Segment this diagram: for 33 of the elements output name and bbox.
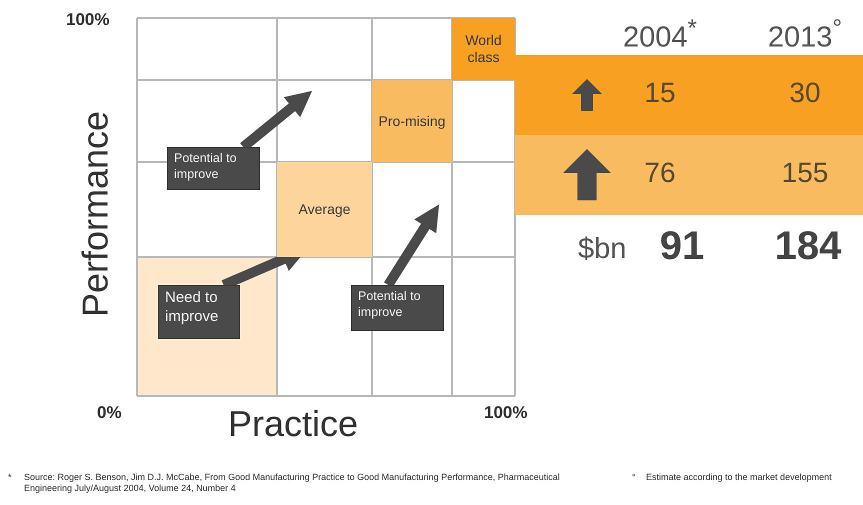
cell-label: Average (298, 201, 350, 218)
column-header: 2004$^{*}$ (623, 14, 697, 56)
table-value: 30 (789, 77, 821, 109)
callout-text: Need to improve (165, 289, 218, 325)
footnote-mark: * (8, 472, 12, 483)
cell-label: World class (464, 32, 503, 66)
unit-label: $bn (578, 232, 626, 267)
arrow (384, 204, 440, 288)
axis-tick-label: 0% (97, 403, 122, 424)
table-band (515, 55, 863, 135)
footnote: Estimate according to the market development (646, 472, 833, 483)
table-band (515, 135, 863, 215)
axis-tick-label: 100% (484, 403, 528, 424)
total-value: 91 (660, 223, 704, 270)
callout-text: Potential to improve (174, 151, 237, 181)
axis-title: Practice (228, 402, 358, 446)
axis-title: Performance (73, 110, 116, 318)
footnote: Source: Roger S. Benson, Jim D.J. McCabe, From Good Manufacturing Practice to Good Manufacturing Performance, Pharmaceutical Engineering July/August 2004, Volume 24, Number 4 (24, 472, 561, 494)
rating-cell (452, 18, 515, 80)
rating-cell (372, 80, 452, 162)
callout-text: Potential to improve (358, 289, 421, 319)
axis-tick-label: 100% (66, 10, 110, 30)
table-value: 76 (644, 157, 676, 189)
table-value: 15 (644, 77, 676, 109)
total-value: 184 (774, 223, 842, 270)
table-value: 155 (782, 157, 828, 189)
rating-cell (277, 162, 372, 257)
footnote-mark: ° (632, 472, 636, 483)
callout-box (351, 285, 444, 331)
callout-box (167, 147, 260, 190)
column-header: 2013$^{°}$ (768, 14, 842, 56)
cell-label: Pro-mising (378, 112, 446, 130)
callout-box (158, 285, 240, 339)
